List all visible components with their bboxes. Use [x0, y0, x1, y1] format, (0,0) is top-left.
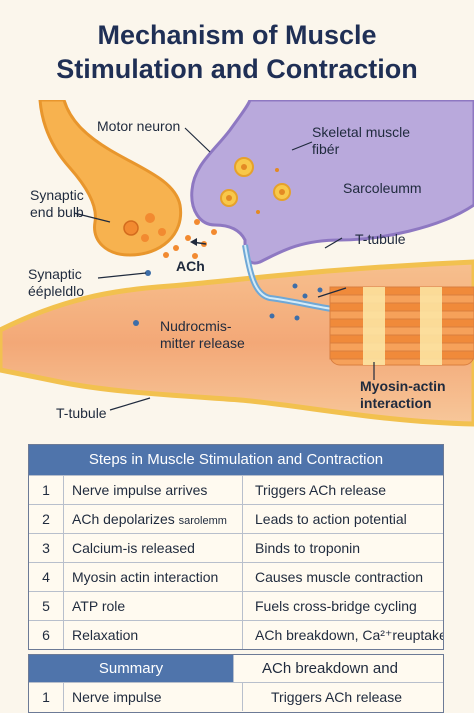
- step-name: ATP role: [64, 592, 243, 620]
- label-synaptic-cleft: Synaptic éépleldlo: [28, 266, 84, 300]
- label-t-tubule-top: T-tubule: [355, 231, 406, 247]
- label-myosin-line-2: interaction: [360, 395, 432, 411]
- step-number: 3: [29, 534, 64, 562]
- table-row: 1 Nerve impulse arrives Triggers ACh rel…: [29, 475, 443, 504]
- step-name: Calcium-is released: [64, 534, 243, 562]
- label-sarcolemma: Sarcoleumm: [343, 180, 422, 196]
- table-row: 1 Nerve impulse Triggers ACh release: [29, 682, 443, 711]
- label-nt-line-2: mitter release: [160, 335, 245, 351]
- step-result: Causes muscle contraction: [255, 569, 424, 585]
- muscle-diagram: [0, 100, 474, 427]
- label-motor-neuron: Motor neuron: [97, 118, 181, 134]
- summary-table-header: Summary ACh breakdown and: [29, 655, 443, 682]
- label-nt-line-1: Nudrocmis-: [160, 318, 232, 334]
- step-number: 1: [29, 476, 64, 504]
- label-skeletal-muscle-fiber: Skeletal muscle fibér: [312, 124, 410, 158]
- step-result: ACh breakdown, Ca²⁺reuptake: [255, 627, 443, 643]
- skeletal-muscle-fiber: [190, 100, 474, 265]
- table-row: 5 ATP role Fuels cross-bridge cycling: [29, 591, 443, 620]
- summary-number: 1: [29, 683, 64, 711]
- table-row: 4 Myosin actin interaction Causes muscle…: [29, 562, 443, 591]
- label-skeletal-line-1: Skeletal muscle: [312, 124, 411, 140]
- step-result: Triggers ACh release: [255, 482, 386, 498]
- myofibril: [329, 286, 474, 366]
- label-cleft-line-1: Synaptic: [28, 266, 82, 282]
- label-skeletal-line-2: fibér: [312, 141, 340, 157]
- label-myosin-line-1: Myosin-actin: [360, 378, 446, 394]
- step-number: 5: [29, 592, 64, 620]
- step-name: ACh depolarizes sarolemm: [64, 505, 243, 533]
- summary-step: Nerve impulse: [64, 683, 243, 711]
- label-end-bulb-line-2: end bulb: [30, 204, 84, 220]
- step-name-main: ACh depolarizes: [72, 511, 175, 527]
- summary-table: Summary ACh breakdown and 1 Nerve impuls…: [28, 654, 444, 713]
- label-cleft-line-2: éépleldlo: [28, 283, 85, 299]
- label-myosin-actin: Myosin-actin interaction: [360, 378, 446, 412]
- table-row: 6 Relaxation ACh breakdown, Ca²⁺reuptake: [29, 620, 443, 649]
- title-line-2: Stimulation and Contraction: [56, 54, 418, 84]
- vesicle: [123, 220, 139, 236]
- step-name-small: sarolemm: [178, 515, 227, 527]
- label-neurotransmitter-release: Nudrocmis- mitter release: [160, 318, 245, 352]
- step-name: Myosin actin interaction: [64, 563, 243, 591]
- label-end-bulb-line-1: Synaptic: [30, 187, 84, 203]
- label-ach: ACh: [176, 258, 205, 274]
- label-synaptic-end-bulb: Synaptic end bulb: [30, 187, 84, 221]
- step-number: 4: [29, 563, 64, 591]
- summary-header-label: Summary: [29, 655, 234, 682]
- summary-result: Triggers ACh release: [271, 689, 402, 705]
- step-number: 2: [29, 505, 64, 533]
- table-row: 3 Calcium-is released Binds to troponin: [29, 533, 443, 562]
- table-row: 2 ACh depolarizes sarolemm Leads to acti…: [29, 504, 443, 533]
- label-t-tubule-bottom: T-tubule: [56, 405, 107, 421]
- summary-header-value: ACh breakdown and: [234, 655, 443, 682]
- title-line-1: Mechanism of Muscle: [97, 20, 377, 50]
- step-result: Leads to action potential: [255, 511, 407, 527]
- step-result: Binds to troponin: [255, 540, 361, 556]
- step-result: Fuels cross-bridge cycling: [255, 598, 417, 614]
- step-number: 6: [29, 621, 64, 649]
- step-name: Nerve impulse arrives: [64, 476, 243, 504]
- page-title: Mechanism of Muscle Stimulation and Cont…: [0, 18, 474, 86]
- steps-table-header: Steps in Muscle Stimulation and Contract…: [29, 445, 443, 475]
- steps-table: Steps in Muscle Stimulation and Contract…: [28, 444, 444, 650]
- step-name: Relaxation: [64, 621, 243, 649]
